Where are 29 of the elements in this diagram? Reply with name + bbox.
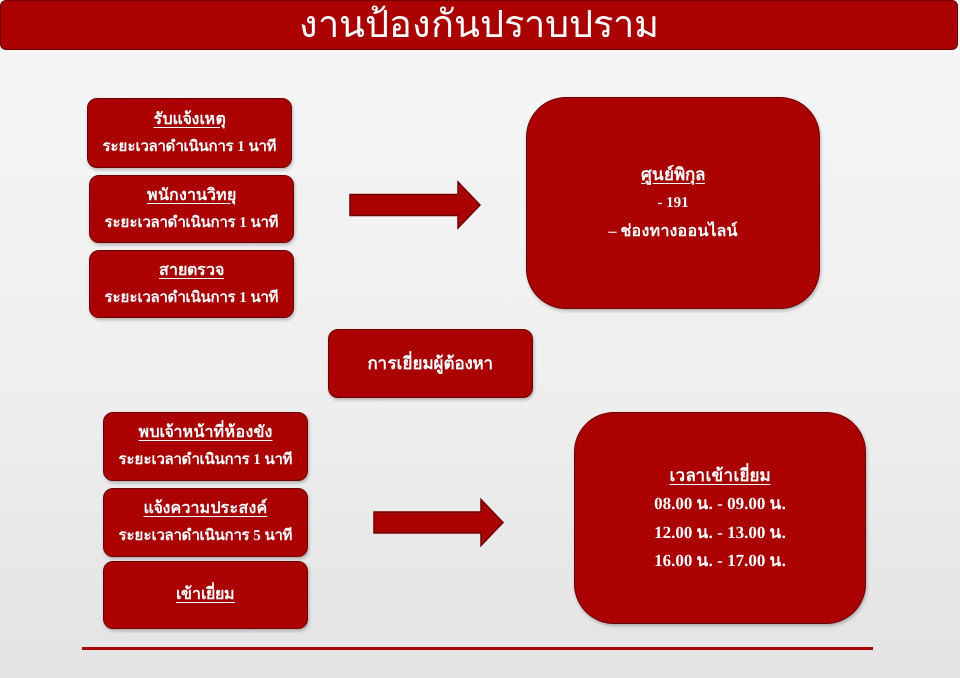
info-panel (526, 97, 820, 309)
duration-text: ระยะเวลาดำเนินการ 5 นาที (118, 527, 292, 546)
title-text: งานป้องกันปราบปราม (299, 3, 659, 47)
duration-text: ระยะเวลาดำเนินการ 1 นาที (102, 138, 276, 156)
process-box (87, 98, 292, 168)
duration-text: ระยะเวลาดำเนินการ 1 นาที (104, 214, 278, 232)
block-arrow (373, 498, 504, 548)
step-title: สายตรวจ (159, 260, 224, 281)
section-header-box (328, 329, 533, 398)
time-range-text: 16.00 น. - 17.00 น. (654, 550, 786, 571)
schedule-title: เวลาเข้าเยี่ยม (670, 465, 770, 486)
process-box (89, 250, 294, 318)
step-title: แจ้งความประสงค์ (144, 499, 268, 520)
time-range-text: 12.00 น. - 13.00 น. (654, 522, 786, 543)
block-arrow (349, 180, 482, 230)
section-title: การเยี่ยมผู้ต้องหา (368, 352, 494, 374)
schedule-panel (574, 412, 866, 624)
duration-text: ระยะเวลาดำเนินการ 1 นาที (104, 288, 278, 308)
duration-text: ระยะเวลาดำเนินการ 1 นาที (118, 451, 292, 470)
step-title: พนักงานวิทยุ (147, 186, 236, 206)
hotline-text: - 191 (657, 194, 689, 213)
time-range-text: 08.00 น. - 09.00 น. (654, 493, 786, 514)
channel-text: – ช่องทางออนไลน์ (608, 222, 738, 242)
process-box (103, 412, 308, 481)
process-box (89, 175, 294, 243)
process-box (103, 561, 308, 629)
center-title: ศูนย์พิกุล (641, 164, 705, 186)
step-title: รับแจ้งเหตุ (154, 110, 226, 130)
process-box (103, 488, 308, 557)
